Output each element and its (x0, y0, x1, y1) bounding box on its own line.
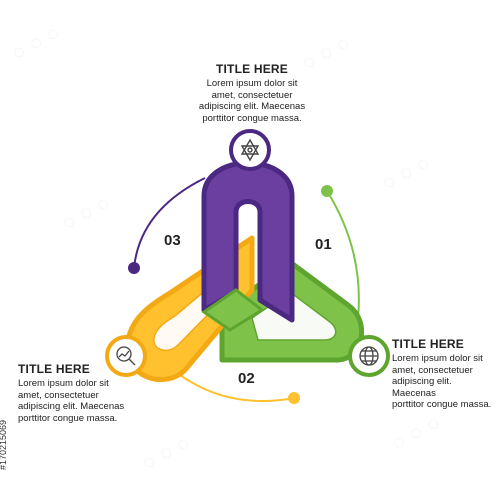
globe-icon (359, 346, 379, 366)
body-line: amet, consectetuer (18, 389, 99, 401)
purple-link (201, 160, 295, 323)
badge-right (348, 335, 390, 377)
search-chart-icon (116, 346, 136, 366)
connector-arc-02 (179, 374, 295, 403)
connector-arc-03 (133, 177, 206, 269)
green-overlap (201, 288, 265, 332)
body-line: Lorem ipsum dolor sit (206, 78, 298, 89)
body-line: porttitor congue massa. (202, 112, 302, 124)
body-line: adipiscing elit. Maecenas (392, 376, 452, 399)
stock-id: #170215069 (0, 419, 8, 470)
body-line: amet, consectetuer (211, 89, 293, 101)
text-block-left: TITLE HERE Lorem ipsum dolor sit amet, c… (18, 362, 130, 424)
connector-dot-01 (321, 185, 333, 197)
body-line: adipiscing elit. Maecenas (198, 101, 306, 112)
connector-dot-02 (288, 392, 300, 404)
body-line: porttitor congue massa. (18, 412, 118, 424)
body-line: Lorem ipsum dolor sit (392, 353, 483, 364)
connector-dot-03 (128, 262, 140, 274)
body-line: porttitor congue massa. (392, 399, 492, 410)
text-block-top: TITLE HERE Lorem ipsum dolor sit amet, c… (188, 62, 316, 124)
text-block-right: TITLE HERE Lorem ipsum dolor sit amet, c… (392, 337, 496, 411)
block-title: TITLE HERE (215, 62, 288, 76)
badge-top (229, 129, 271, 171)
badge-left (105, 335, 147, 377)
step-number-02: 02 (238, 370, 255, 387)
block-body: Lorem ipsum dolor sit amet, consectetuer… (188, 78, 316, 124)
block-title: TITLE HERE (392, 337, 465, 351)
block-body: Lorem ipsum dolor sit amet, consectetuer… (392, 353, 496, 411)
block-title: TITLE HERE (18, 362, 91, 376)
step-number-01: 01 (315, 236, 332, 253)
step-number-03: 03 (164, 232, 181, 249)
block-body: Lorem ipsum dolor sit amet, consectetuer… (18, 378, 130, 424)
body-line: amet, consectetuer (392, 364, 473, 376)
star-of-david-icon (240, 138, 260, 162)
body-line: adipiscing elit. Maecenas (18, 401, 125, 412)
body-line: Lorem ipsum dolor sit (18, 378, 109, 389)
